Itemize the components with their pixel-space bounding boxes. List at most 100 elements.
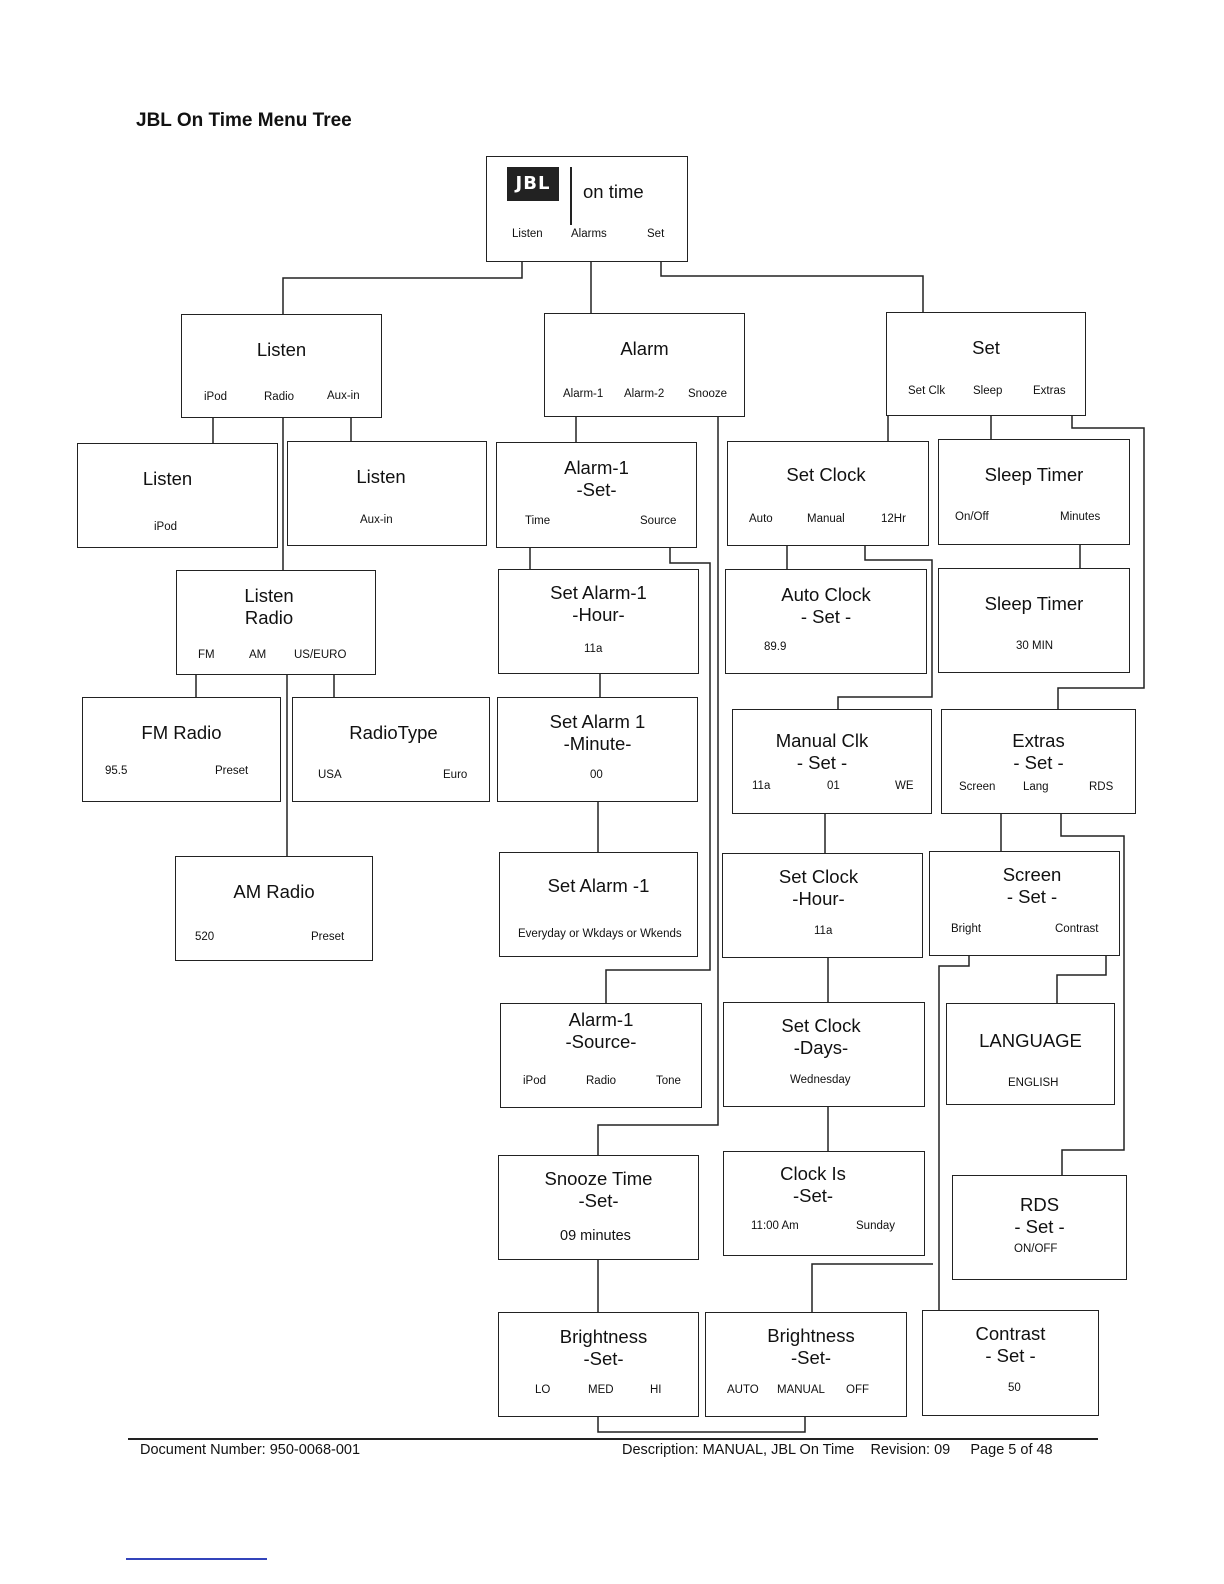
node-option: Radio	[264, 391, 295, 403]
node-option: 95.5	[105, 765, 128, 777]
node-option: 01	[827, 780, 840, 792]
node-option: ON/OFF	[1014, 1243, 1058, 1255]
node-option: Screen	[959, 781, 996, 793]
node-title: Listen Radio	[244, 585, 294, 628]
node-title: Set Clock	[786, 464, 866, 485]
node-option: Minutes	[1060, 511, 1101, 523]
snooze-time-node: Snooze Time -Set- 09 minutes	[498, 1155, 699, 1260]
node-option: Auto	[749, 513, 773, 525]
rds-node: RDS - Set - ON/OFF	[952, 1175, 1127, 1280]
node-option: USA	[318, 769, 342, 781]
logo-divider	[570, 167, 572, 225]
node-option: 11a	[584, 643, 603, 655]
node-title: Sleep Timer	[984, 593, 1084, 614]
am-radio-node: AM Radio 520 Preset	[175, 856, 373, 961]
node-option: Contrast	[1055, 923, 1099, 935]
radio-type-node: RadioType USA Euro	[292, 697, 490, 802]
node-option: MED	[588, 1384, 614, 1396]
node-title: Set Alarm -1	[547, 875, 650, 896]
node-option: 89.9	[764, 641, 787, 653]
node-option: WE	[895, 780, 914, 792]
jbl-logo: JBL	[507, 167, 559, 201]
bottom-rule	[126, 1558, 267, 1560]
node-option: FM	[198, 649, 215, 661]
set-node: Set Set Clk Sleep Extras	[886, 312, 1086, 416]
brightness-left-node: Brightness -Set- LO MED HI	[498, 1312, 699, 1417]
node-title: Snooze Time -Set-	[544, 1168, 653, 1211]
node-option: Alarms	[571, 228, 607, 240]
alarm1-set-node: Alarm-1 -Set- Time Source	[496, 442, 697, 548]
set-alarm-days-node: Set Alarm -1 Everyday or Wkdays or Wkend…	[499, 852, 698, 957]
node-option: 520	[195, 931, 215, 943]
set-alarm-minute-node: Set Alarm 1 -Minute- 00	[497, 697, 698, 802]
node-title: Brightness -Set-	[559, 1326, 648, 1369]
node-option: 50	[1008, 1382, 1021, 1394]
node-option: Set	[647, 228, 665, 240]
contrast-node: Contrast - Set - 50	[922, 1310, 1099, 1416]
node-option: Wednesday	[790, 1074, 851, 1086]
node-title: Listen	[142, 468, 193, 489]
node-option: AM	[249, 649, 267, 661]
node-option: Extras	[1033, 385, 1066, 397]
page-title: JBL On Time Menu Tree	[136, 110, 352, 131]
node-option: 12Hr	[881, 513, 906, 525]
language-node: LANGUAGE ENGLISH	[946, 1003, 1115, 1105]
node-option: iPod	[154, 521, 178, 533]
set-clock-hour-node: Set Clock -Hour- 11a	[722, 853, 923, 958]
node-option: RDS	[1089, 781, 1114, 793]
node-option: Bright	[951, 923, 982, 935]
node-option: iPod	[523, 1075, 547, 1087]
node-option: MANUAL	[777, 1384, 825, 1396]
node-option: Tone	[656, 1075, 681, 1087]
node-title: Set Alarm-1 -Hour-	[550, 582, 647, 625]
node-option: Time	[525, 515, 551, 527]
node-title: Set Clock -Days-	[781, 1015, 861, 1058]
node-option: US/EURO	[294, 649, 347, 661]
set-clock-node: Set Clock Auto Manual 12Hr	[727, 441, 929, 546]
node-option: AUTO	[727, 1384, 759, 1396]
node-option: ENGLISH	[1008, 1077, 1059, 1089]
node-option: Lang	[1023, 781, 1049, 793]
listen-node: Listen iPod Radio Aux-in	[181, 314, 382, 418]
node-title: on time	[583, 181, 644, 202]
listen-radio-node: Listen Radio FM AM US/EURO	[176, 570, 376, 675]
node-title: Screen - Set -	[1002, 864, 1062, 907]
node-option: Set Clk	[908, 385, 946, 397]
node-title: RadioType	[349, 722, 438, 743]
node-title: Listen	[256, 339, 307, 360]
node-option: 11a	[752, 780, 771, 792]
node-title: Alarm-1 -Set-	[564, 457, 629, 500]
node-title: Clock Is -Set-	[780, 1163, 846, 1206]
node-option: Aux-in	[327, 390, 360, 402]
node-title: Listen	[356, 466, 406, 487]
node-title: RDS - Set -	[1014, 1194, 1065, 1237]
listen-aux-node: Listen Aux-in	[287, 441, 487, 546]
set-alarm-hour-node: Set Alarm-1 -Hour- 11a	[498, 569, 699, 674]
node-option: Radio	[586, 1075, 617, 1087]
node-option: Alarm-1	[563, 388, 604, 400]
node-option: LO	[535, 1384, 551, 1396]
node-option: HI	[650, 1384, 662, 1396]
alarm1-source-node: Alarm-1 -Source- iPod Radio Tone	[500, 1003, 702, 1108]
node-title: Alarm	[620, 338, 669, 359]
menu-root-node: JBL on time Listen Alarms Set	[486, 156, 688, 262]
extras-node: Extras - Set - Screen Lang RDS	[941, 709, 1136, 814]
node-option: 09 minutes	[560, 1228, 631, 1244]
node-option: On/Off	[955, 511, 989, 523]
listen-ipod-node: Listen iPod	[77, 443, 278, 548]
alarm-node: Alarm Alarm-1 Alarm-2 Snooze	[544, 313, 745, 417]
screen-node: Screen - Set - Bright Contrast	[929, 851, 1120, 956]
brightness-mid-node: Brightness -Set- AUTO MANUAL OFF	[705, 1312, 907, 1417]
auto-clock-node: Auto Clock - Set - 89.9	[725, 569, 927, 674]
clock-is-node: Clock Is -Set- 11:00 Am Sunday	[723, 1151, 925, 1256]
node-option: Preset	[311, 931, 345, 943]
node-title: Alarm-1 -Source-	[565, 1009, 637, 1052]
node-title: Sleep Timer	[984, 464, 1084, 485]
node-option: Source	[640, 515, 677, 527]
node-option: OFF	[846, 1384, 869, 1396]
node-option: Aux-in	[360, 514, 393, 526]
node-option: Listen	[512, 228, 543, 240]
node-title: Set	[972, 337, 1000, 358]
node-option: Alarm-2	[624, 388, 665, 400]
footer-document-number: Document Number: 950-0068-001	[140, 1442, 361, 1458]
